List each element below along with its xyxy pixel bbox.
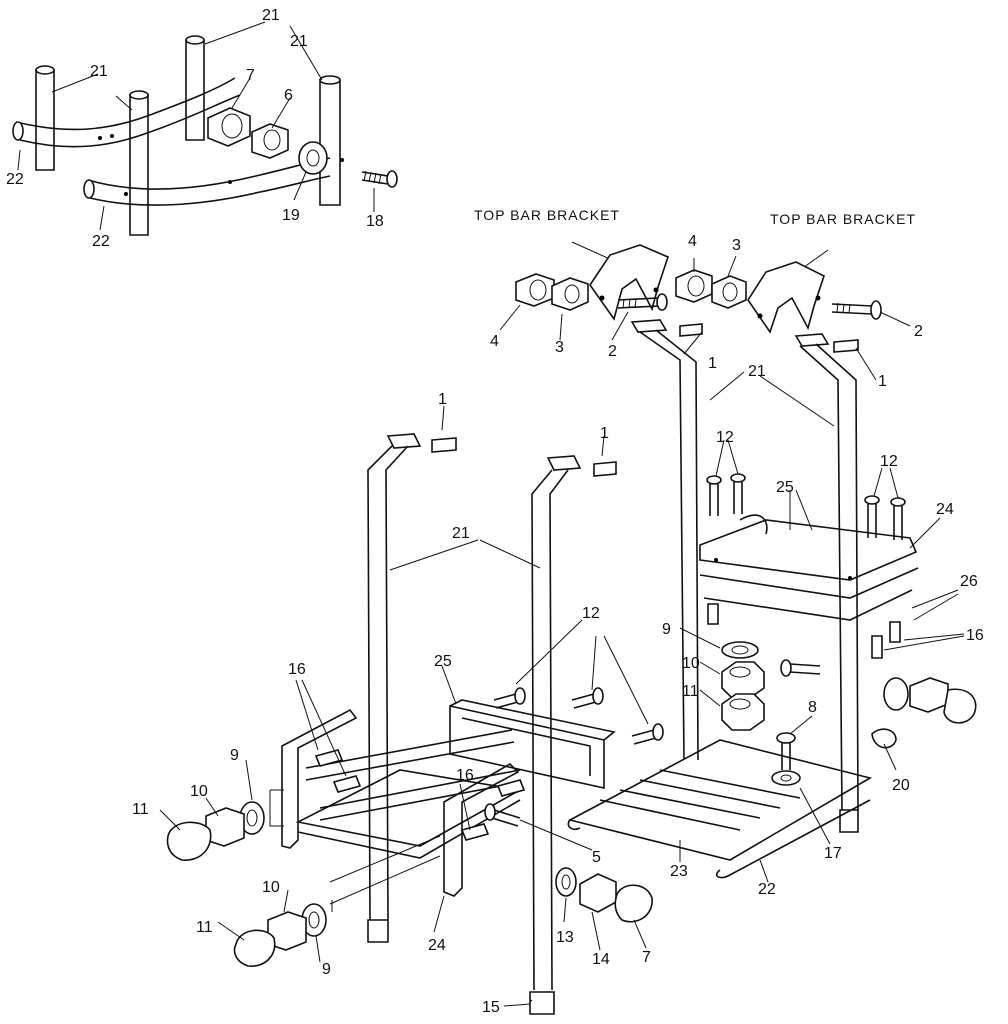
callout-label: 7 bbox=[642, 949, 651, 966]
callout-label: 16 bbox=[288, 661, 306, 678]
callout-label: 11 bbox=[196, 919, 213, 936]
callout-label: 12 bbox=[716, 429, 734, 446]
callout-label: 10 bbox=[682, 655, 700, 672]
left-frame-assembly bbox=[166, 433, 664, 1015]
callout-label: 21 bbox=[290, 33, 308, 50]
heading-top-bar-bracket: TOP BAR BRACKET bbox=[474, 207, 620, 223]
callout-label: 25 bbox=[434, 653, 452, 670]
right-frame-assembly bbox=[567, 319, 977, 879]
callout-label: 3 bbox=[555, 339, 564, 356]
callout-label: 6 bbox=[284, 87, 293, 104]
callout-label: 20 bbox=[892, 777, 910, 794]
callout-label: 16 bbox=[456, 767, 474, 784]
callout-label: 1 bbox=[708, 355, 717, 372]
callout-label: 22 bbox=[92, 233, 110, 250]
top-bar-bracket-assembly bbox=[515, 244, 882, 334]
callout-label: 10 bbox=[190, 783, 208, 800]
callout-label: 11 bbox=[132, 801, 149, 818]
callout-label: 2 bbox=[608, 343, 617, 360]
callout-label: 14 bbox=[592, 951, 610, 968]
callout-label: 22 bbox=[758, 881, 776, 898]
callout-label: 8 bbox=[808, 699, 817, 716]
callout-label: 22 bbox=[6, 171, 24, 188]
callout-label: 23 bbox=[670, 863, 688, 880]
callout-label: 21 bbox=[262, 7, 280, 24]
callout-label: 4 bbox=[688, 233, 697, 250]
callout-label: 16 bbox=[966, 627, 984, 644]
callout-label: 21 bbox=[452, 525, 470, 542]
callout-label: 17 bbox=[824, 845, 842, 862]
callout-label: 21 bbox=[90, 63, 108, 80]
callout-label: 9 bbox=[230, 747, 239, 764]
callout-label: 5 bbox=[592, 849, 601, 866]
callout-label: 25 bbox=[776, 479, 794, 496]
callout-label: 1 bbox=[878, 373, 887, 390]
callout-label: 19 bbox=[282, 207, 300, 224]
callout-label: 15 bbox=[482, 999, 500, 1016]
inset-frame-detail bbox=[12, 21, 398, 236]
callout-label: 24 bbox=[936, 501, 954, 518]
callout-label: 3 bbox=[732, 237, 741, 254]
callout-label: 1 bbox=[438, 391, 447, 408]
callout-label: 10 bbox=[262, 879, 280, 896]
callout-label: 24 bbox=[428, 937, 446, 954]
callout-label: 1 bbox=[600, 425, 609, 442]
callout-label: 12 bbox=[582, 605, 600, 622]
callout-label: 12 bbox=[880, 453, 898, 470]
callout-label: 18 bbox=[366, 213, 384, 230]
callout-label: 2 bbox=[914, 323, 923, 340]
callout-label: 9 bbox=[662, 621, 671, 638]
callout-label: 11 bbox=[682, 683, 699, 700]
heading-top-bar-bracket: TOP BAR BRACKET bbox=[770, 211, 916, 227]
callout-label: 13 bbox=[556, 929, 574, 946]
callout-label: 26 bbox=[960, 573, 978, 590]
callout-label: 21 bbox=[748, 363, 766, 380]
callout-label: 7 bbox=[246, 67, 255, 84]
callout-label: 9 bbox=[322, 961, 331, 978]
callout-label: 4 bbox=[490, 333, 499, 350]
